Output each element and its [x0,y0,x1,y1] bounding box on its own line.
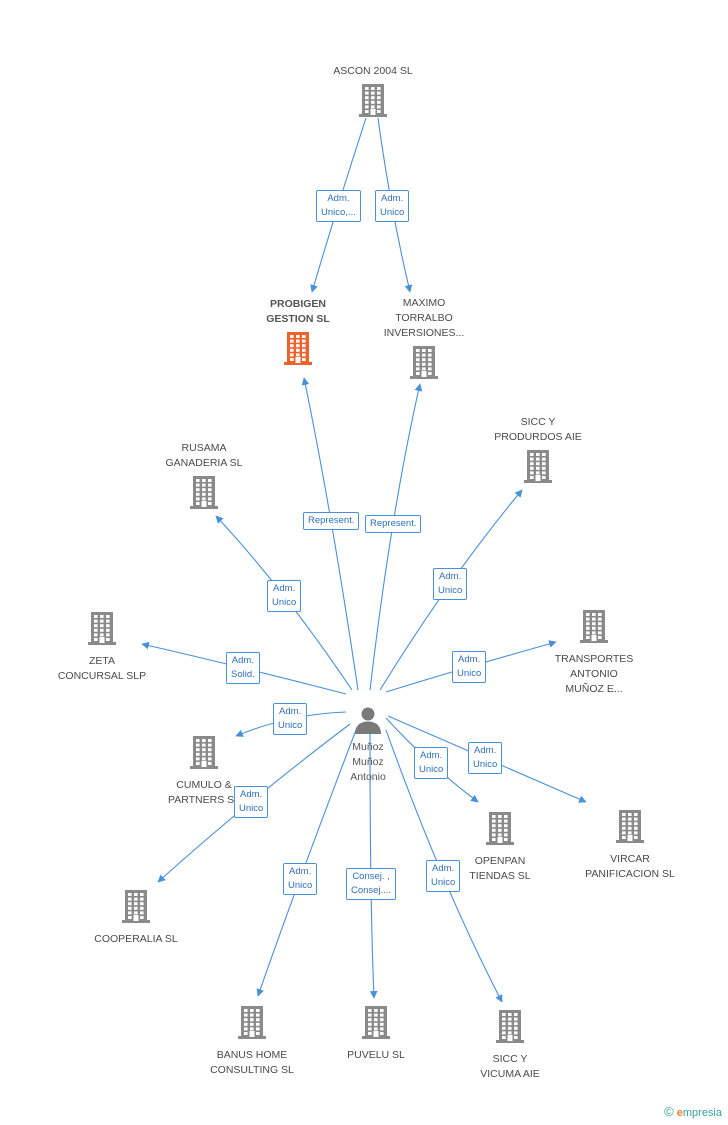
company-node-banus[interactable]: BANUS HOME CONSULTING SL [182,1005,322,1078]
building-icon [134,475,274,514]
relation-badge-openpan[interactable]: Adm. Unico [414,747,449,779]
relation-badge-transportes[interactable]: Adm. Unico [452,651,487,683]
building-icon [468,449,608,488]
person-node[interactable]: Muñoz Muñoz Antonio [328,690,408,800]
company-label: COOPERALIA SL [94,933,178,945]
company-label: BANUS HOME CONSULTING SL [210,1049,294,1076]
building-icon [66,889,206,928]
building-icon [524,609,664,648]
company-node-puvelu[interactable]: PUVELU SL [306,1005,446,1063]
company-node-probigen[interactable]: PROBIGEN GESTION SL [228,297,368,370]
company-node-rusama[interactable]: RUSAMA GANADERIA SL [134,441,274,514]
company-label: MAXIMO TORRALBO INVERSIONES... [383,297,465,339]
company-label: PROBIGEN GESTION SL [266,298,330,325]
relation-badge-sicc_produrdos[interactable]: Adm. Unico [433,568,468,600]
company-node-sicc_vicuma[interactable]: SICC Y VICUMA AIE [440,1009,580,1082]
relation-badge-vircar[interactable]: Adm. Unico [468,742,503,774]
company-node-sicc_produrdos[interactable]: SICC Y PRODURDOS AIE [468,415,608,488]
relation-badge-puvelu[interactable]: Consej. , Consej.... [346,868,397,900]
building-icon [228,331,368,370]
building-icon [440,1009,580,1048]
edge-center-to-maximo [369,383,423,691]
relation-badge-maximo[interactable]: Represent. [365,515,422,533]
person-name: Muñoz Muñoz Antonio [350,741,386,783]
company-label: PUVELU SL [347,1049,405,1061]
company-node-transportes[interactable]: TRANSPORTES ANTONIO MUÑOZ E... [524,609,664,697]
building-icon [303,83,443,122]
building-icon [560,809,700,848]
company-label: SICC Y PRODURDOS AIE [494,416,582,443]
company-label: ASCON 2004 SL [333,65,413,77]
relation-badge-sicc_vicuma[interactable]: Adm. Unico [426,860,461,892]
brand-footer[interactable]: © empresia [664,1104,722,1119]
company-node-zeta[interactable]: ZETA CONCURSAL SLP [32,611,172,684]
company-label: OPENPAN TIENDAS SL [469,855,531,882]
building-icon [354,345,494,384]
company-node-vircar[interactable]: VIRCAR PANIFICACION SL [560,809,700,882]
building-icon [32,611,172,650]
building-icon [306,1005,446,1044]
building-icon [134,735,274,774]
person-icon [355,707,381,734]
brand-logo-e: e [676,1107,683,1119]
relation-badge-cooperalia[interactable]: Adm. Unico [234,786,269,818]
relation-badge-probigen[interactable]: Represent. [303,512,360,530]
company-label: RUSAMA GANADERIA SL [165,442,243,469]
company-label: CUMULO & PARTNERS SL [168,779,240,806]
relation-badge-zeta[interactable]: Adm. Solid. [226,652,260,684]
company-node-cooperalia[interactable]: COOPERALIA SL [66,889,206,947]
relation-badge-rusama[interactable]: Adm. Unico [267,580,302,612]
relation-badge-banus[interactable]: Adm. Unico [283,863,318,895]
company-label: ZETA CONCURSAL SLP [57,655,147,682]
brand-logo-text: mpresia [682,1107,722,1119]
company-label: VIRCAR PANIFICACION SL [585,853,675,880]
edge-center-to-probigen [301,377,359,691]
relation-badge-maximo[interactable]: Adm. Unico [375,190,410,222]
company-node-ascon[interactable]: ASCON 2004 SL [303,64,443,122]
relation-badge-probigen[interactable]: Adm. Unico,... [316,190,361,222]
company-label: TRANSPORTES ANTONIO MUÑOZ E... [554,653,634,695]
relation-badge-cumulo[interactable]: Adm. Unico [273,703,308,735]
company-node-openpan[interactable]: OPENPAN TIENDAS SL [430,811,570,884]
copyright-symbol: © [664,1104,674,1119]
company-label: SICC Y VICUMA AIE [480,1053,540,1080]
building-icon [430,811,570,850]
building-icon [182,1005,322,1044]
company-node-maximo[interactable]: MAXIMO TORRALBO INVERSIONES... [354,296,494,384]
company-node-cumulo[interactable]: CUMULO & PARTNERS SL [134,735,274,808]
